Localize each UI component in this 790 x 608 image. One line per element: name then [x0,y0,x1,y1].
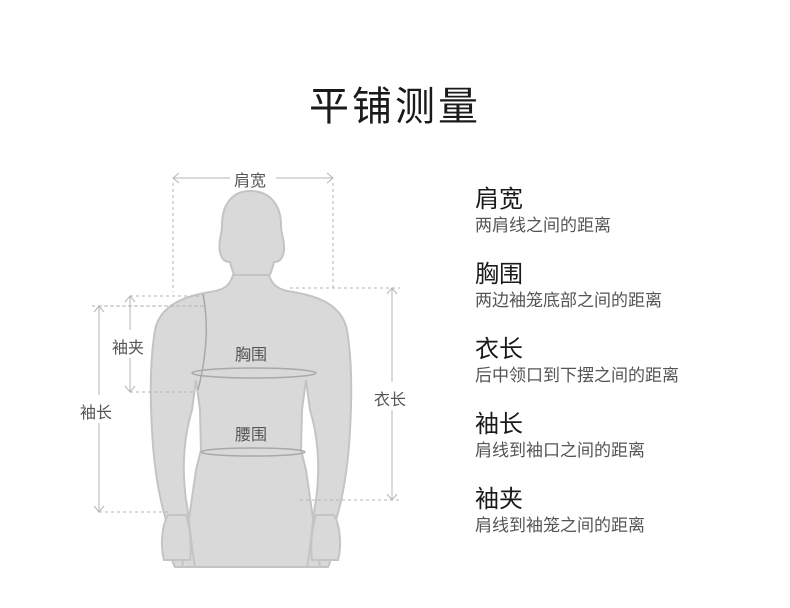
armhole-line [197,293,208,391]
legend-item-name: 袖长 [475,410,523,438]
legend-item-desc: 两边袖笼底部之间的距离 [475,291,662,311]
length-label: 衣长 [374,390,407,409]
legend-item-name: 袖夹 [475,485,523,513]
measurement-legend: 肩宽 两肩线之间的距离 胸围 两边袖笼底部之间的距离 衣长 后中领口到下摆之间的… [475,184,775,559]
page-title: 平铺测量 [309,84,481,130]
sleeve-label: 袖长 [80,403,113,422]
shoulder-label: 肩宽 [234,171,267,190]
legend-item-desc: 后中领口到下摆之间的距离 [475,366,679,386]
legend-item-name: 胸围 [475,260,523,288]
legend-item-chest: 胸围 两边袖笼底部之间的距离 [475,259,775,313]
guide-lines [92,172,400,513]
waist-line [200,447,306,457]
torso-shape [149,274,353,568]
armhole-label: 袖夹 [112,338,145,357]
legend-item-desc: 肩线到袖口之间的距离 [475,441,645,461]
left-hand-shape [160,514,192,561]
legend-item-length: 衣长 后中领口到下摆之间的距离 [475,334,775,388]
chest-label: 胸围 [235,345,268,364]
right-hand-shape [310,514,342,561]
legend-item-armhole: 袖夹 肩线到袖笼之间的距离 [475,484,775,538]
legend-item-desc: 肩线到袖笼之间的距离 [475,516,645,536]
legend-item-sleeve: 袖长 肩线到袖口之间的距离 [475,409,775,463]
chest-line [191,367,317,379]
legend-item-name: 肩宽 [475,185,523,213]
legend-item-desc: 两肩线之间的距离 [475,216,611,236]
legend-item-shoulder: 肩宽 两肩线之间的距离 [475,184,775,238]
waist-label: 腰围 [235,425,268,444]
legend-item-name: 衣长 [475,335,523,363]
body-silhouette [149,189,353,568]
